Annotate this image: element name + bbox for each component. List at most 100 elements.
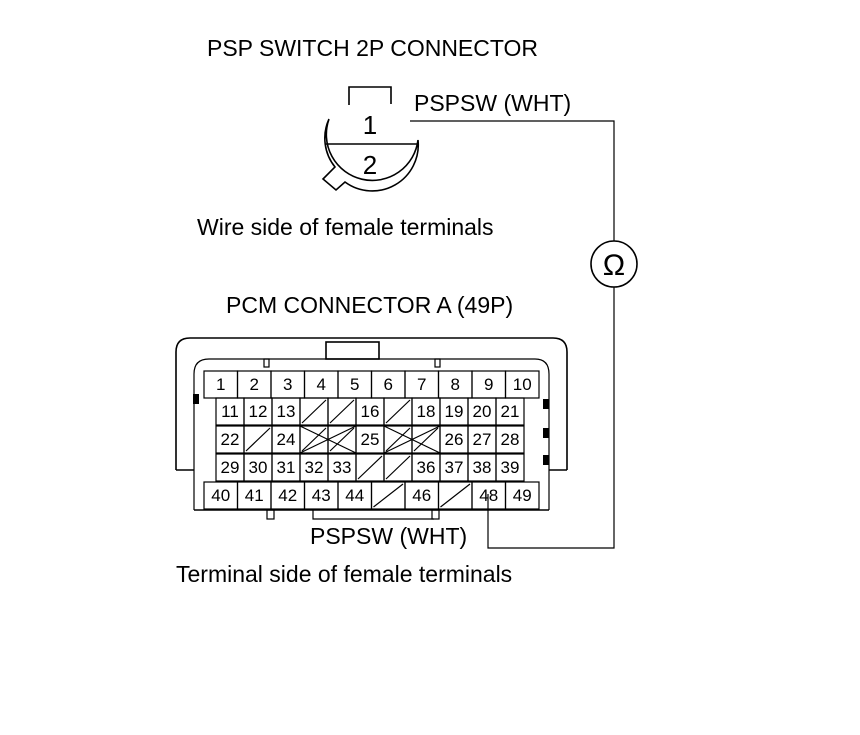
pcm-pin-label: 10 <box>513 375 532 394</box>
pcm-pin-label: 28 <box>501 430 520 449</box>
pcm-terminal-cell: 12 <box>243 397 273 426</box>
pcm-terminal-cell: 6 <box>370 370 406 399</box>
ohmmeter-symbol: Ω <box>603 249 625 282</box>
pcm-connector-title: PCM CONNECTOR A (49P) <box>226 292 513 318</box>
pcm-pin-label: 22 <box>221 430 240 449</box>
pcm-terminal-cell: 40 <box>203 481 239 510</box>
pcm-side-note: Terminal side of female terminals <box>176 561 512 587</box>
pcm-terminal-cell: 2 <box>236 370 272 399</box>
pcm-pin-label: 27 <box>473 430 492 449</box>
pcm-terminal-cell: 25 <box>355 425 385 454</box>
pcm-terminal-cell: 48 <box>471 481 507 510</box>
pcm-pin-label: 38 <box>473 458 492 477</box>
pcm-terminal-cell: 13 <box>271 397 301 426</box>
psp-switch-connector: 1 2 <box>321 86 420 192</box>
pcm-pin-label: 30 <box>249 458 268 477</box>
pcm-terminal-cell: 46 <box>404 481 440 510</box>
pcm-pin-label: 36 <box>417 458 436 477</box>
pcm-pin-label: 8 <box>451 375 460 394</box>
pcm-terminal-cell: 38 <box>467 453 497 482</box>
pcm-pin-label: 2 <box>250 375 259 394</box>
pcm-pin-label: 46 <box>412 486 431 505</box>
pcm-pin-label: 39 <box>501 458 520 477</box>
pcm-terminal-cell: 8 <box>437 370 473 399</box>
pcm-terminal-cell <box>411 425 441 454</box>
psp-pin-2: 2 <box>363 150 377 180</box>
psp-pin-1: 1 <box>363 110 377 140</box>
pcm-pin-label: 31 <box>277 458 296 477</box>
psp-connector-title: PSP SWITCH 2P CONNECTOR <box>207 35 538 61</box>
pcm-terminal-cell: 28 <box>495 425 525 454</box>
psp-side-note: Wire side of female terminals <box>197 214 494 240</box>
pcm-pin-label: 6 <box>384 375 393 394</box>
pcm-terminal-cell: 31 <box>271 453 301 482</box>
pcm-terminal-cell: 49 <box>504 481 540 510</box>
pcm-pin-label: 3 <box>283 375 292 394</box>
pcm-blank-cavity <box>383 425 441 454</box>
pcm-terminal-cell: 39 <box>495 453 525 482</box>
pcm-terminal-cell: 43 <box>303 481 339 510</box>
pcm-terminal-cell <box>437 481 473 510</box>
pcm-pin-label: 16 <box>361 402 380 421</box>
pcm-pin-label: 40 <box>211 486 230 505</box>
pcm-pin-label: 32 <box>305 458 324 477</box>
pcm-terminal-cell: 26 <box>439 425 469 454</box>
pcm-terminal-cell <box>299 425 329 454</box>
pcm-terminal-cell: 21 <box>495 397 525 426</box>
pcm-terminal-cell: 10 <box>504 370 540 399</box>
pcm-terminal-cell <box>299 397 329 426</box>
pcm-pin-label: 25 <box>361 430 380 449</box>
pcm-terminal-cell: 7 <box>404 370 440 399</box>
pcm-terminal-cell: 30 <box>243 453 273 482</box>
pcm-pin-label: 43 <box>312 486 331 505</box>
pcm-pin-label: 48 <box>479 486 498 505</box>
pcm-terminal-cell <box>383 397 413 426</box>
pcm-pin-label: 49 <box>513 486 532 505</box>
pcm-pin-label: 24 <box>277 430 296 449</box>
ohmmeter-icon <box>590 240 638 288</box>
pcm-pin-label: 7 <box>417 375 426 394</box>
pcm-terminal-cell <box>383 425 413 454</box>
pcm-terminal-cell: 36 <box>411 453 441 482</box>
pcm-terminal-cell: 33 <box>327 453 357 482</box>
pcm-terminal-cell: 27 <box>467 425 497 454</box>
pcm-pin-label: 37 <box>445 458 464 477</box>
pcm-terminal-cell: 11 <box>215 397 245 426</box>
pcm-pin-label: 29 <box>221 458 240 477</box>
pcm-pin-label: 33 <box>333 458 352 477</box>
pcm-terminal-cell: 5 <box>337 370 373 399</box>
pcm-terminal-cell <box>327 425 357 454</box>
pcm-terminal-cell: 41 <box>236 481 272 510</box>
pcm-terminal-cell: 3 <box>270 370 306 399</box>
pcm-terminal-cell <box>355 453 385 482</box>
pcm-terminal-cell: 42 <box>270 481 306 510</box>
pcm-pin-label: 18 <box>417 402 436 421</box>
pcm-pin-label: 42 <box>278 486 297 505</box>
pcm-terminal-cell <box>370 481 406 510</box>
pcm-pin-label: 21 <box>501 402 520 421</box>
pcm-terminal-cell: 1 <box>203 370 239 399</box>
pcm-terminal-cell: 24 <box>271 425 301 454</box>
pcm-pin-label: 12 <box>249 402 268 421</box>
pcm-terminal-cell: 19 <box>439 397 469 426</box>
pcm-terminal-cell: 18 <box>411 397 441 426</box>
pcm-pin-label: 19 <box>445 402 464 421</box>
pcm-pin-label: 13 <box>277 402 296 421</box>
pcm-terminal-cell: 16 <box>355 397 385 426</box>
pcm-connector-housing <box>175 337 568 520</box>
pcm-pin-label: 44 <box>345 486 364 505</box>
pcm-pin-label: 4 <box>317 375 326 394</box>
pcm-pin-label: 20 <box>473 402 492 421</box>
psp-wire-label: PSPSW (WHT) <box>414 90 571 116</box>
pcm-pin-label: 9 <box>484 375 493 394</box>
pcm-terminal-cell: 22 <box>215 425 245 454</box>
pcm-terminal-cell: 32 <box>299 453 329 482</box>
pcm-terminal-cell: 4 <box>303 370 339 399</box>
pcm-terminal-cell <box>243 425 273 454</box>
pcm-pin-label: 26 <box>445 430 464 449</box>
pcm-pin-label: 41 <box>245 486 264 505</box>
pcm-terminal-cell <box>327 397 357 426</box>
ohmmeter-circuit: Ω <box>410 120 638 549</box>
